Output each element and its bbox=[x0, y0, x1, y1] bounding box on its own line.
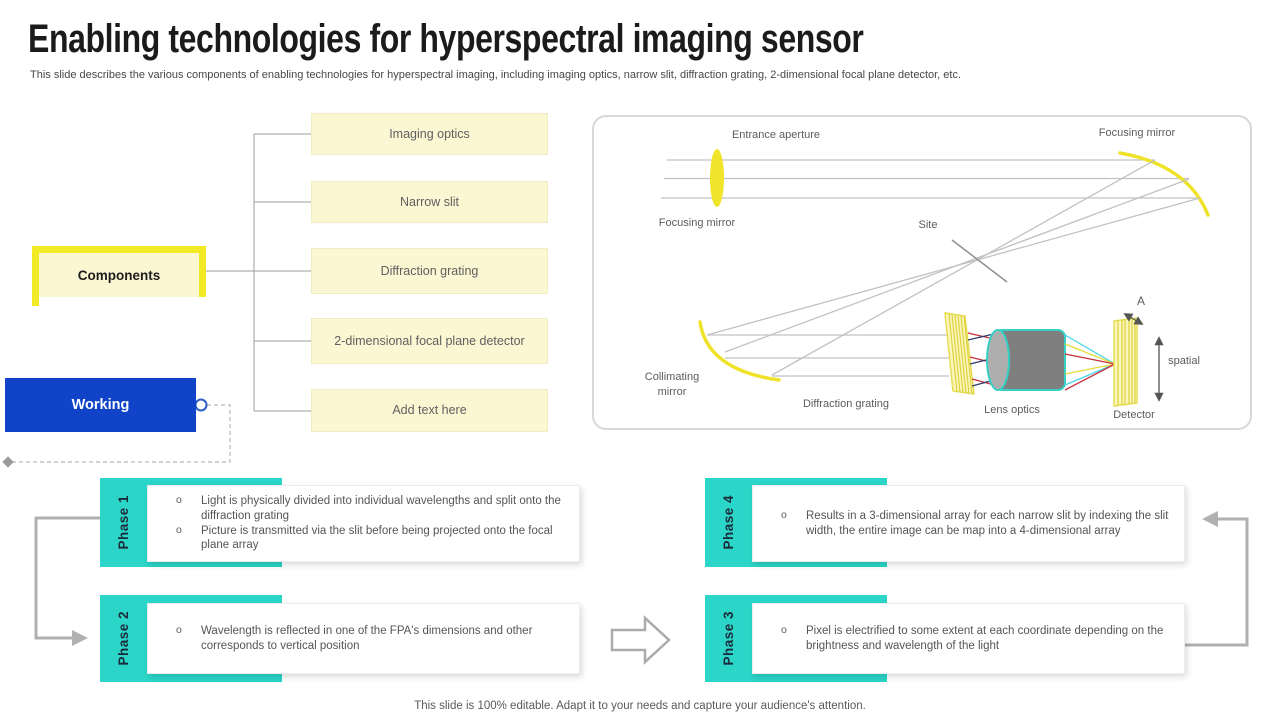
diffraction-grating-panel bbox=[944, 312, 975, 395]
bullet-marker: o bbox=[176, 523, 182, 536]
bullet-marker: o bbox=[781, 623, 787, 636]
footer-note: This slide is 100% editable. Adapt it to… bbox=[414, 700, 866, 712]
collimating-mirror-label: Collimating mirror bbox=[644, 371, 700, 398]
entrance-aperture-lens bbox=[710, 149, 724, 207]
page-subtitle: This slide describes the various compone… bbox=[30, 69, 962, 81]
focusing-mirror-arc bbox=[1118, 151, 1210, 217]
bullet-marker: o bbox=[781, 508, 787, 521]
diffraction-grating-label: Diffraction grating bbox=[802, 398, 890, 410]
phase-3-label: Phase 3 bbox=[721, 611, 736, 666]
component-item-add-text-placeholder[interactable]: Add text here bbox=[311, 389, 548, 432]
focusing-mirror-left-label: Focusing mirror bbox=[658, 217, 736, 229]
components-root-box[interactable]: Components bbox=[32, 246, 206, 297]
focused-rays bbox=[1064, 334, 1116, 391]
focusing-mirror-top-label: Focusing mirror bbox=[1098, 127, 1176, 139]
phase-1-label: Phase 1 bbox=[116, 495, 131, 550]
bullet-marker: o bbox=[176, 623, 182, 636]
phase1-to-phase2-arrow bbox=[34, 516, 100, 646]
incoming-beams bbox=[661, 159, 1200, 199]
bullet-marker: o bbox=[176, 494, 182, 507]
detector-panel bbox=[1113, 317, 1138, 407]
components-box-yellow-nub bbox=[32, 295, 39, 306]
bullet-text: Picture is transmitted via the slit befo… bbox=[201, 524, 553, 552]
component-item-label: 2-dimensional focal plane detector bbox=[334, 333, 525, 348]
bullet-text: Light is physically divided into individ… bbox=[201, 495, 561, 522]
optical-diagram-panel: Entrance aperture Focusing mirror Focusi… bbox=[592, 115, 1252, 430]
phase-3-card[interactable]: o Pixel is electrified to some extent at… bbox=[752, 603, 1185, 674]
phase-2-card[interactable]: o Wavelength is reflected in one of the … bbox=[147, 603, 580, 674]
list-item: o Light is physically divided into indiv… bbox=[176, 494, 565, 523]
lens-optics-cylinder bbox=[986, 329, 1066, 391]
component-item-focal-plane-detector[interactable]: 2-dimensional focal plane detector bbox=[311, 318, 548, 364]
reflected-rays bbox=[706, 159, 1201, 376]
tree-connectors bbox=[206, 133, 311, 412]
page-title: Enabling technologies for hyperspectral … bbox=[28, 17, 864, 61]
list-item: o Wavelength is reflected in one of the … bbox=[176, 624, 565, 653]
phase3-to-phase4-arrow bbox=[1183, 511, 1249, 647]
bullet-text: Pixel is electrified to some extent at e… bbox=[806, 624, 1164, 652]
entrance-aperture-label: Entrance aperture bbox=[731, 129, 821, 141]
site-label: Site bbox=[918, 219, 938, 231]
bullet-text: Results in a 3-dimensional array for eac… bbox=[806, 509, 1169, 537]
connector-diamond bbox=[2, 456, 14, 468]
phase2-to-phase3-arrow bbox=[610, 615, 671, 665]
component-item-label: Add text here bbox=[392, 403, 467, 418]
optical-diagram-drawing bbox=[661, 149, 1210, 407]
bullet-text: Wavelength is reflected in one of the FP… bbox=[201, 624, 533, 652]
phase-4-card[interactable]: o Results in a 3-dimensional array for e… bbox=[752, 485, 1185, 562]
list-item: o Results in a 3-dimensional array for e… bbox=[781, 509, 1170, 538]
list-item: o Picture is transmitted via the slit be… bbox=[176, 524, 565, 553]
working-label: Working bbox=[71, 397, 130, 413]
component-item-diffraction-grating[interactable]: Diffraction grating bbox=[311, 248, 548, 294]
connector-dot bbox=[194, 398, 208, 412]
phase-2-label: Phase 2 bbox=[116, 611, 131, 666]
phase-4-label: Phase 4 bbox=[721, 495, 736, 550]
detector-label: Detector bbox=[1113, 409, 1155, 421]
spatial-label: spatial bbox=[1168, 355, 1200, 367]
collimating-mirror-arc bbox=[698, 320, 781, 382]
component-item-narrow-slit[interactable]: Narrow slit bbox=[311, 181, 548, 223]
component-item-imaging-optics[interactable]: Imaging optics bbox=[311, 113, 548, 155]
component-item-label: Imaging optics bbox=[389, 126, 470, 141]
lens-optics-label: Lens optics bbox=[984, 404, 1040, 416]
site-slit-line bbox=[951, 239, 1008, 283]
a-label: A bbox=[1136, 294, 1146, 308]
components-root-label: Components bbox=[77, 267, 161, 283]
working-box[interactable]: Working bbox=[5, 378, 196, 432]
component-item-label: Narrow slit bbox=[399, 194, 460, 209]
a-dimension-arrow bbox=[1123, 313, 1144, 325]
list-item: o Pixel is electrified to some extent at… bbox=[781, 624, 1170, 653]
component-item-label: Diffraction grating bbox=[380, 263, 479, 278]
collimated-beams bbox=[707, 334, 949, 377]
phase-1-card[interactable]: o Light is physically divided into indiv… bbox=[147, 485, 580, 562]
